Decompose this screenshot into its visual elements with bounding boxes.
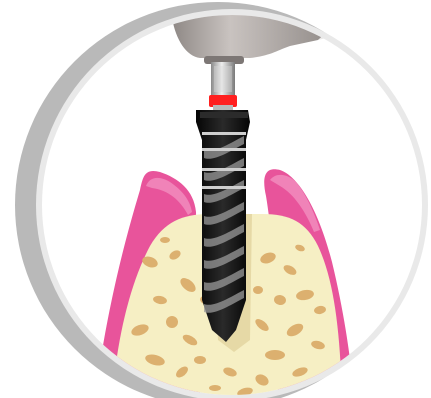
implant-drill — [196, 110, 250, 342]
depth-band — [202, 168, 246, 171]
bone-pore — [316, 380, 333, 391]
depth-band — [202, 132, 246, 135]
bone-pore — [253, 286, 263, 294]
bone-pore — [265, 350, 285, 360]
depth-band — [202, 148, 246, 151]
drill-shank — [209, 62, 237, 111]
bone-pore — [166, 316, 178, 328]
depth-band — [202, 186, 246, 189]
bone-pore — [209, 385, 221, 391]
bone-pore — [194, 356, 206, 364]
bone-pore — [160, 237, 170, 243]
